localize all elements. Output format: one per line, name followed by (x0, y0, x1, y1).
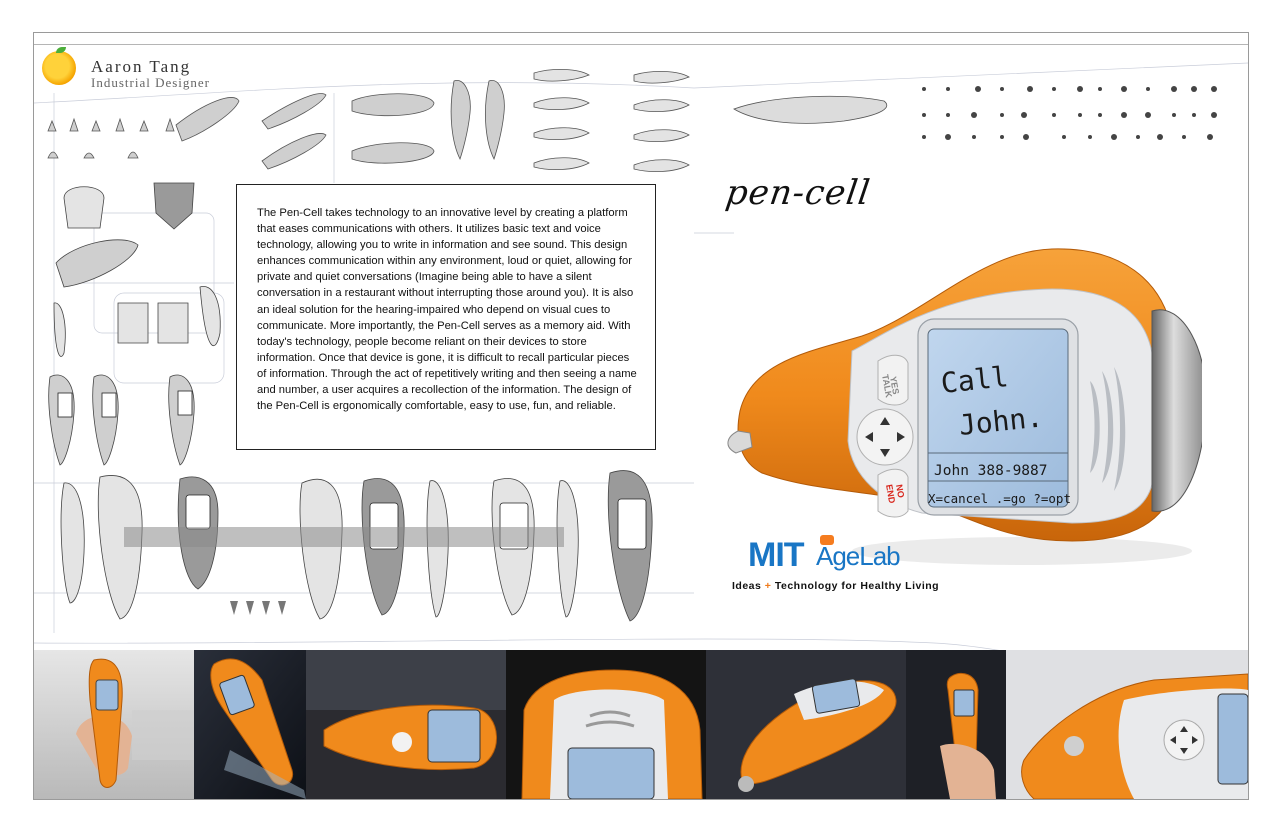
designer-name: Aaron Tang (91, 57, 192, 76)
yes-label: YES (888, 376, 901, 395)
no-label: NO (894, 484, 906, 499)
orange-logo-icon (42, 51, 76, 85)
photo-lying-side (306, 650, 506, 799)
device-screen (927, 328, 1069, 508)
agelab-logo: AgeLab (816, 541, 901, 571)
top-rule (34, 44, 1248, 45)
screen-softkeys: X=cancel .=go ?=opt (928, 491, 1071, 506)
photo-closeup-front (1006, 650, 1248, 799)
mit-logo: MIT (748, 536, 805, 574)
sketch-background (34, 62, 1248, 653)
tagline-ideas: Ideas (732, 580, 762, 592)
product-title: pen-cell (723, 173, 873, 213)
description-box: The Pen-Cell takes technology to an inno… (236, 184, 656, 450)
photo-on-stand (194, 650, 306, 799)
agelab-person-icon (820, 535, 834, 545)
photo-closeup-top (506, 650, 706, 799)
yes-talk-button[interactable]: YES TALK (877, 354, 909, 406)
screen-contact: John 388-9887 (934, 463, 1048, 479)
dpad-button[interactable] (856, 408, 914, 466)
sponsor-tagline: Ideas + Technology for Healthy Living (732, 580, 939, 592)
leaf-icon (56, 47, 66, 53)
metal-cap (1151, 309, 1202, 512)
speaker-grille (1090, 367, 1126, 491)
pen-nib (727, 430, 753, 454)
designer-role: Industrial Designer (91, 75, 211, 90)
screen-handwriting-line1: Call (939, 360, 1010, 400)
pen-cell-device: Call John. John 388-9887 X=cancel .=go ?… (727, 248, 1202, 565)
portfolio-sheet: Aaron Tang Industrial Designer (33, 32, 1249, 800)
tagline-rest: Technology for Healthy Living (774, 580, 940, 592)
photo-angled (706, 650, 906, 799)
photo-hand-writing (34, 650, 194, 799)
description-text: The Pen-Cell takes technology to an inno… (257, 207, 637, 413)
talk-label: TALK (880, 374, 894, 399)
photo-hand-holding (906, 650, 1006, 799)
tagline-plus: + (764, 580, 772, 592)
end-label: END (884, 484, 897, 505)
no-end-button[interactable]: NO END (877, 468, 909, 518)
photo-strip (34, 650, 1248, 799)
